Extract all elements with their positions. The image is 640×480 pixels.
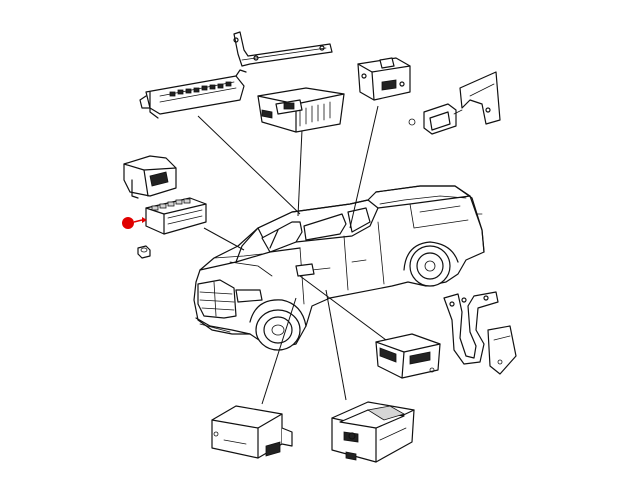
fuse-box-cover (123, 155, 177, 199)
wiring-bracket-right (443, 291, 517, 375)
mounting-bracket-top (233, 31, 333, 67)
radio-module (257, 87, 345, 133)
airbag-control-module (357, 57, 411, 101)
retaining-nut (137, 245, 151, 259)
sensor-bracket-right (408, 71, 501, 135)
red-marker-dot (122, 217, 134, 229)
pickup-truck (193, 185, 485, 351)
module-bottom-center (331, 401, 415, 463)
module-bottom-left (211, 405, 293, 459)
body-control-module (375, 333, 441, 379)
marker-arrow (133, 219, 143, 223)
junction-block-top (139, 69, 247, 119)
power-distribution-center (145, 197, 207, 235)
callout-lines (197, 105, 387, 405)
location-marker (122, 217, 147, 229)
marker-arrow-head (142, 217, 147, 223)
